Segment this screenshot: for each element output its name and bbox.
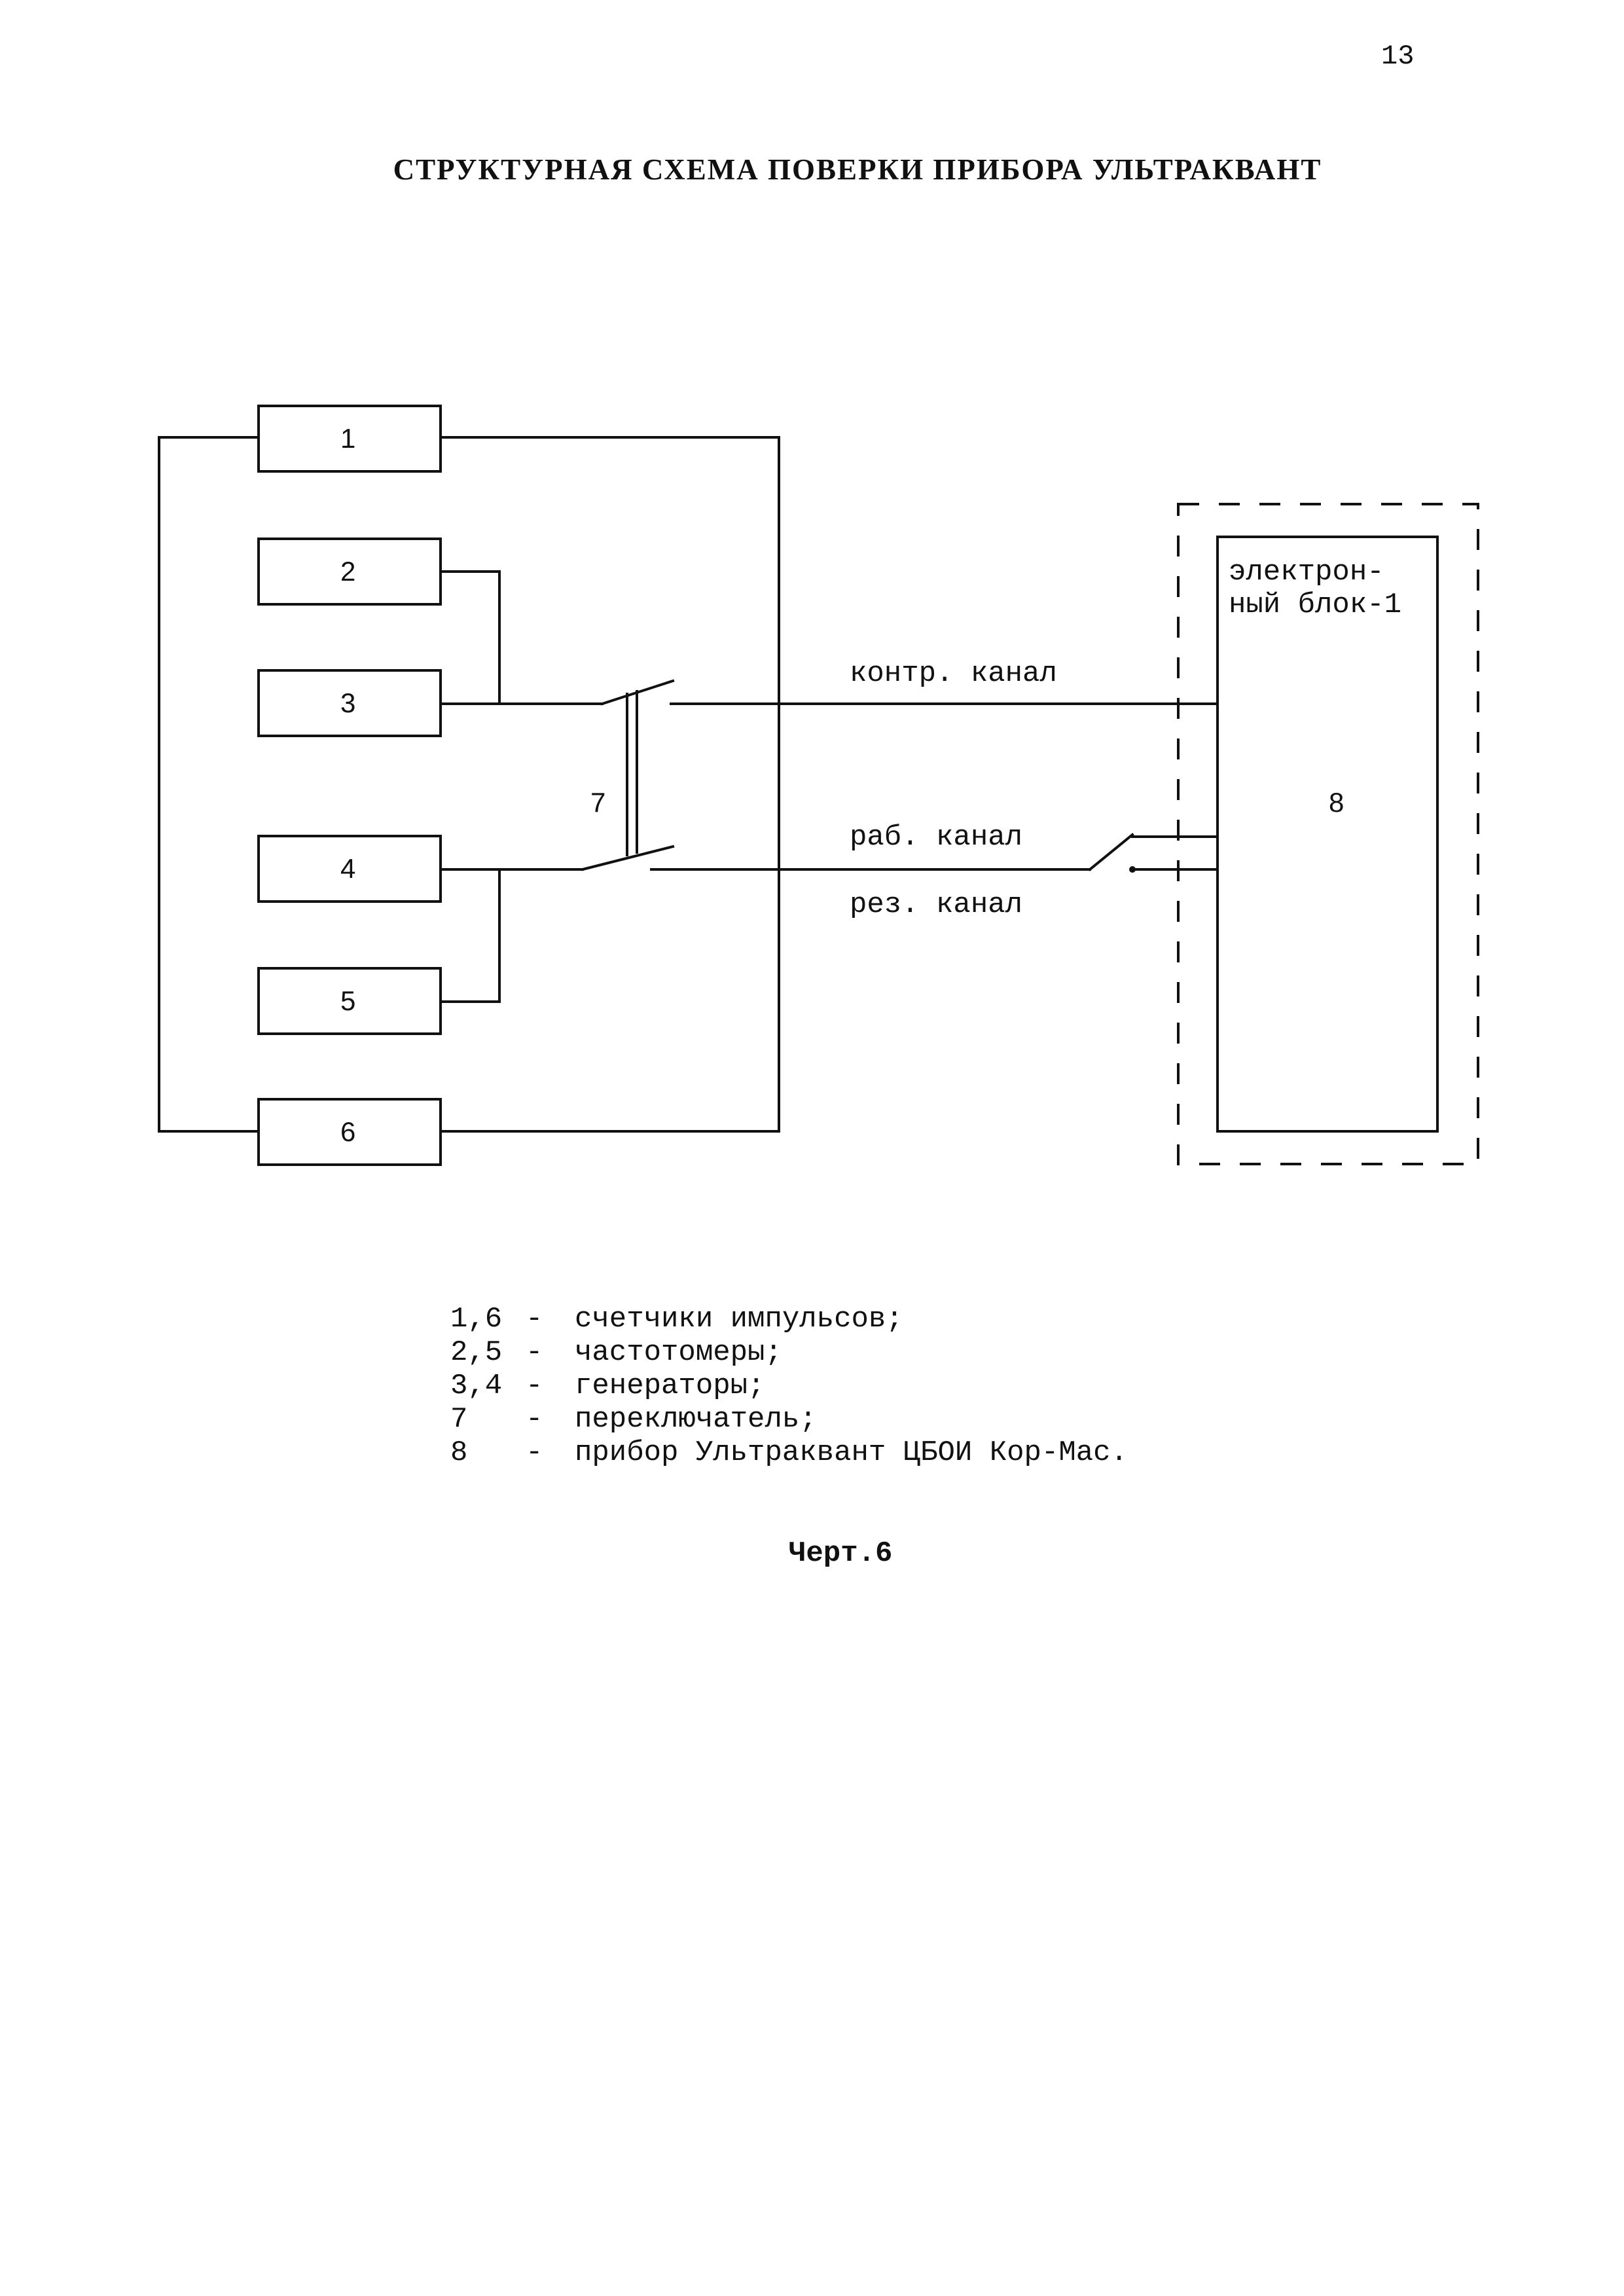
legend-key: 7	[450, 1403, 468, 1436]
wire-box5-to-bus	[439, 868, 501, 1003]
legend-item: 3,4-генераторы;	[450, 1370, 1128, 1403]
figure-caption: Черт.6	[789, 1537, 893, 1570]
legend-dash: -	[526, 1436, 543, 1469]
box-1	[257, 405, 442, 473]
legend-text: прибор Ультраквант ЦБОИ Кор-Мас.	[575, 1436, 1128, 1469]
legend-dash: -	[526, 1403, 543, 1436]
legend-text: переключатель;	[575, 1403, 817, 1436]
legend-text: генераторы;	[575, 1370, 765, 1402]
reserve-channel-label: рез. канал	[850, 888, 1022, 921]
legend-key: 8	[450, 1436, 468, 1469]
wire-box2-to-bus	[439, 570, 501, 705]
legend-item: 2,5-частотомеры;	[450, 1336, 1128, 1370]
legend-key: 3,4	[450, 1370, 503, 1402]
legend-key: 2,5	[450, 1336, 503, 1369]
device-number-label: 8	[1329, 787, 1344, 818]
box-6-label: 6	[340, 1116, 355, 1147]
legend: 1,6-счетчики импульсов; 2,5-частотомеры;…	[450, 1303, 1128, 1470]
legend-text: счетчики импульсов;	[575, 1303, 903, 1336]
outer-frame-right	[439, 436, 780, 1133]
legend-text: частотомеры;	[575, 1336, 782, 1369]
switch-label: 7	[590, 787, 605, 818]
outer-frame-left	[158, 436, 260, 1133]
working-channel-label: раб. канал	[850, 821, 1022, 854]
reserve-contact-dot	[1129, 866, 1136, 873]
electronic-block-label-line2: ный блок-1	[1229, 589, 1401, 621]
legend-item: 8 -прибор Ультраквант ЦБОИ Кор-Мас.	[450, 1436, 1128, 1470]
box-2-label: 2	[340, 556, 355, 587]
box-6	[257, 1098, 442, 1166]
box-1-label: 1	[340, 423, 355, 454]
electronic-block	[1216, 536, 1439, 1133]
legend-dash: -	[526, 1336, 543, 1369]
box-5-label: 5	[340, 985, 355, 1016]
box-4-label: 4	[340, 853, 355, 884]
page-number: 13	[1381, 41, 1415, 72]
box-3-label: 3	[340, 687, 355, 718]
channel-switch-blade	[1088, 833, 1134, 871]
diagram-title: СТРУКТУРНАЯ СХЕМА ПОВЕРКИ ПРИБОРА УЛЬТРА…	[393, 153, 1322, 186]
legend-dash: -	[526, 1370, 543, 1402]
legend-key: 1,6	[450, 1303, 503, 1336]
legend-dash: -	[526, 1303, 543, 1336]
electronic-block-label-line1: электрон-	[1229, 556, 1384, 589]
device-housing-dashed	[1177, 503, 1479, 1165]
legend-item: 7 -переключатель;	[450, 1403, 1128, 1436]
legend-item: 1,6-счетчики импульсов;	[450, 1303, 1128, 1336]
switch-lower-blade	[581, 845, 675, 871]
control-channel-label: контр. канал	[850, 657, 1057, 690]
